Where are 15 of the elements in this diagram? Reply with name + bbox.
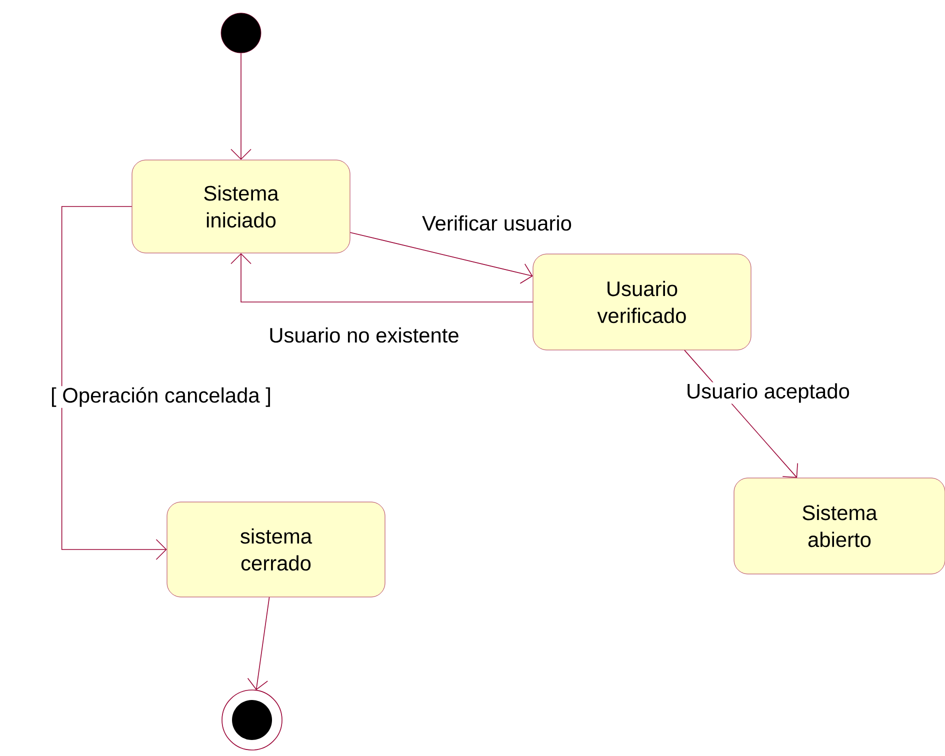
edge-label: [ Operación cancelada ] <box>50 386 272 408</box>
state-box: Usuario verificado <box>532 254 752 350</box>
edge-label: Verificar usuario <box>421 214 573 232</box>
state-box: Sistema abierto <box>734 478 945 574</box>
transition-arrow <box>247 596 270 690</box>
transition-arrow <box>61 206 167 560</box>
transition-arrow <box>230 253 534 302</box>
transition-arrow <box>350 232 533 284</box>
end-circle <box>222 690 282 750</box>
edge-label: Usuario no existente <box>268 326 460 344</box>
state-box: Sistema iniciado <box>132 160 350 254</box>
transition-arrow <box>230 52 252 160</box>
state-box: sistema cerrado <box>166 502 386 598</box>
start-circle <box>220 12 262 54</box>
edge-label: Usuario aceptado <box>685 382 851 404</box>
